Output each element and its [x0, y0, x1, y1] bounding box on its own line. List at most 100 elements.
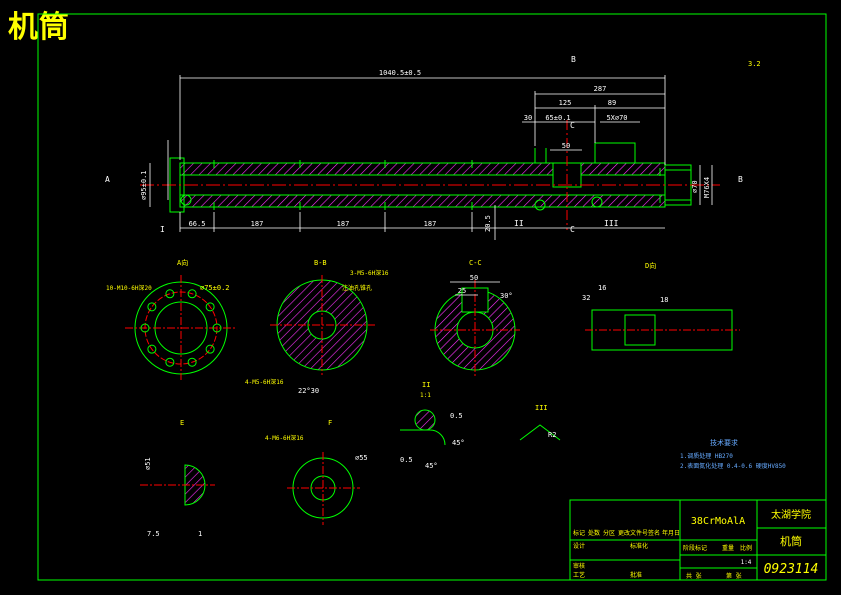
detail-ii-label: II [422, 381, 430, 389]
view-f: F 4-M6-6H深16 ∅55 [265, 419, 368, 525]
bb-note-2: 注油孔锥孔 [342, 284, 372, 292]
flange-hole [212, 323, 222, 333]
tb-material: 38CrMoAlA [691, 516, 745, 527]
flange-hole [205, 302, 215, 312]
main-view: 1040.5±0.5 287 125 89 30 65±0.1 5X∅70 50… [105, 55, 761, 240]
detail-iii-label: III [535, 404, 548, 412]
tb-school: 太湖学院 [771, 508, 811, 521]
notes-heading: 技术要求 [710, 438, 738, 447]
r-0-5: 0.5 [450, 412, 463, 420]
dim-phi-left: ∅95±0.1 [140, 170, 148, 200]
tb-label-process: 工艺 [573, 571, 585, 579]
notes-line-1: 1.调质处理 HB270 [680, 452, 733, 460]
view-d-label: D向 [645, 261, 656, 270]
flange-hole [187, 357, 197, 367]
dim-50: 50 [562, 142, 570, 150]
surface-roughness: 3.2 [748, 60, 761, 68]
marker-c-top: C [570, 121, 575, 130]
dim-5x70: 5X∅70 [606, 114, 627, 122]
holes-note: 10-M10-6H深20 [106, 284, 152, 292]
cc-angle-30: 30° [500, 292, 513, 300]
flange-hole [147, 302, 157, 312]
dim-overall-length: 1040.5±0.5 [379, 69, 421, 77]
bb-note-1: 3-M5-6H深16 [350, 269, 389, 277]
d-dim-18: 18 [660, 296, 668, 304]
notes-line-2: 2.表面氮化处理 0.4-0.6 硬度HV850 [680, 462, 786, 470]
dim-187-c: 187 [424, 220, 437, 228]
marker-a-left: A [105, 175, 110, 184]
flange-holes [140, 289, 222, 367]
detail-ii-scale: 1:1 [420, 392, 431, 399]
dim-66-5: 66.5 [189, 220, 206, 228]
flange-hole [205, 344, 215, 354]
tb-label-sign: 签名 [648, 529, 660, 537]
section-cc: C-C 50 25 30° [430, 259, 520, 378]
flange-hole [147, 344, 157, 354]
title-block [569, 499, 827, 581]
cc-dim-25: 25 [458, 287, 466, 295]
marker-b-top: B [571, 55, 576, 64]
tb-label-weight: 重量 [722, 544, 734, 552]
dim-89: 89 [608, 99, 616, 107]
tb-label-change: 更改文件号 [618, 529, 648, 537]
tb-label-review: 审核 [573, 562, 585, 570]
dim-1: 1 [198, 530, 202, 538]
view-f-label: F [328, 419, 332, 427]
r-2: R2 [548, 431, 556, 439]
tb-label-marker: 标记 [573, 529, 585, 537]
view-e-label: E [180, 419, 184, 427]
marker-i: I [160, 225, 165, 234]
tb-label-standard: 标准化 [630, 542, 648, 550]
tb-scale: 1:4 [741, 559, 752, 566]
r-0-5-b: 0.5 [400, 456, 413, 464]
holes [180, 160, 661, 211]
tb-part-name: 机筒 [780, 534, 802, 548]
phi-51: ∅51 [144, 457, 152, 470]
cc-dim-50: 50 [470, 274, 478, 282]
dim-125: 125 [559, 99, 572, 107]
tb-label-design: 设计 [573, 542, 585, 550]
tb-label-ratio: 比例 [740, 544, 752, 552]
angle-45-a: 45° [452, 439, 465, 447]
dim-187-a: 187 [251, 220, 264, 228]
tb-label-sheet: 第 张 [726, 572, 742, 580]
view-d: D向 16 32 18 [582, 261, 740, 351]
dim-m76: M76X4 [703, 177, 711, 198]
dim-20-5: 20.5 [484, 215, 492, 232]
tb-label-stage: 阶段标记 [683, 544, 707, 552]
dim-30: 30 [524, 114, 532, 122]
view-a: A向 10-M10-6H深20 ∅75±0.2 [106, 258, 237, 380]
phi-75: ∅75±0.2 [200, 284, 230, 292]
tb-label-date: 年月日 [662, 529, 680, 537]
view-e: E ∅51 7.5 1 [140, 419, 215, 538]
top-block [594, 142, 636, 164]
marker-iii: III [604, 219, 619, 228]
tb-label-zone: 分区 [603, 529, 615, 537]
bb-note-3: 4-M5-6H深16 [245, 378, 284, 386]
angle-22-30: 22°30 [298, 387, 319, 395]
section-bb-label: B-B [314, 259, 327, 267]
marker-c-bottom: C [570, 225, 575, 234]
marker-ii: II [514, 219, 524, 228]
phi-55: ∅55 [355, 454, 368, 462]
tb-label-count: 处数 [588, 529, 600, 537]
tb-label-approve: 批准 [630, 571, 642, 579]
section-cc-label: C-C [469, 259, 482, 267]
view-a-label: A向 [177, 258, 188, 267]
flange-hole [165, 289, 175, 299]
d-dim-16: 16 [598, 284, 606, 292]
technical-notes: 技术要求 1.调质处理 HB270 2.表面氮化处理 0.4-0.6 硬度HV8… [680, 438, 786, 470]
e-note: 4-M6-6H深16 [265, 434, 304, 442]
tb-drawing-number: 0923114 [764, 562, 819, 577]
flange-hole [140, 323, 150, 333]
dim-287: 287 [594, 85, 607, 93]
flange-hole [165, 357, 175, 367]
detail-iii: III R2 [519, 404, 561, 441]
dim-phi-70: ∅70 [691, 180, 699, 193]
shaft-upper-wall [179, 162, 666, 176]
marker-b-right: B [738, 175, 743, 184]
dim-187-b: 187 [337, 220, 350, 228]
angle-45-b: 45° [425, 462, 438, 470]
